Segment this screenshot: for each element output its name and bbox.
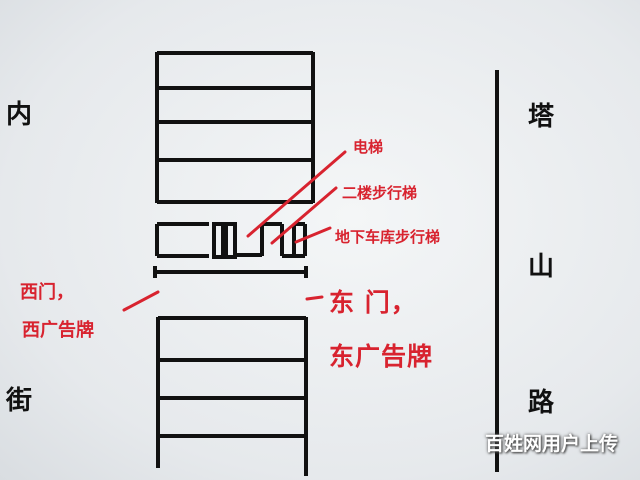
stairs-garage-pointer	[294, 226, 332, 244]
gate-line	[153, 266, 308, 278]
stairs-garage-label: 地下车库步行梯	[335, 228, 441, 246]
west-gate-pointer	[122, 290, 160, 312]
elevator-label: 电梯	[353, 138, 384, 156]
west-gate-label: 西门，	[20, 282, 74, 303]
east-road-char-2: 山	[528, 252, 555, 282]
stairs-second-floor-label: 二楼步行梯	[342, 184, 418, 202]
middle-corridor	[155, 222, 307, 259]
west-billboard-label: 西广告牌	[22, 320, 94, 341]
east-gate-pointer	[305, 295, 324, 301]
stairs-second-floor-pointer	[270, 186, 338, 245]
east-gate-label: 东 门，	[329, 288, 417, 317]
pointer-lines	[122, 150, 347, 312]
elevator-pointer	[246, 150, 347, 238]
east-road-char-1: 塔	[528, 102, 555, 132]
upper-building	[155, 51, 315, 204]
west-street-char-2: 街	[6, 386, 33, 416]
lower-building	[156, 316, 308, 476]
east-billboard-label: 东广告牌	[329, 342, 434, 371]
west-street-char-1: 内	[6, 100, 33, 130]
watermark-text: 百姓网用户上传	[484, 433, 618, 455]
east-road-char-3: 路	[528, 388, 555, 418]
